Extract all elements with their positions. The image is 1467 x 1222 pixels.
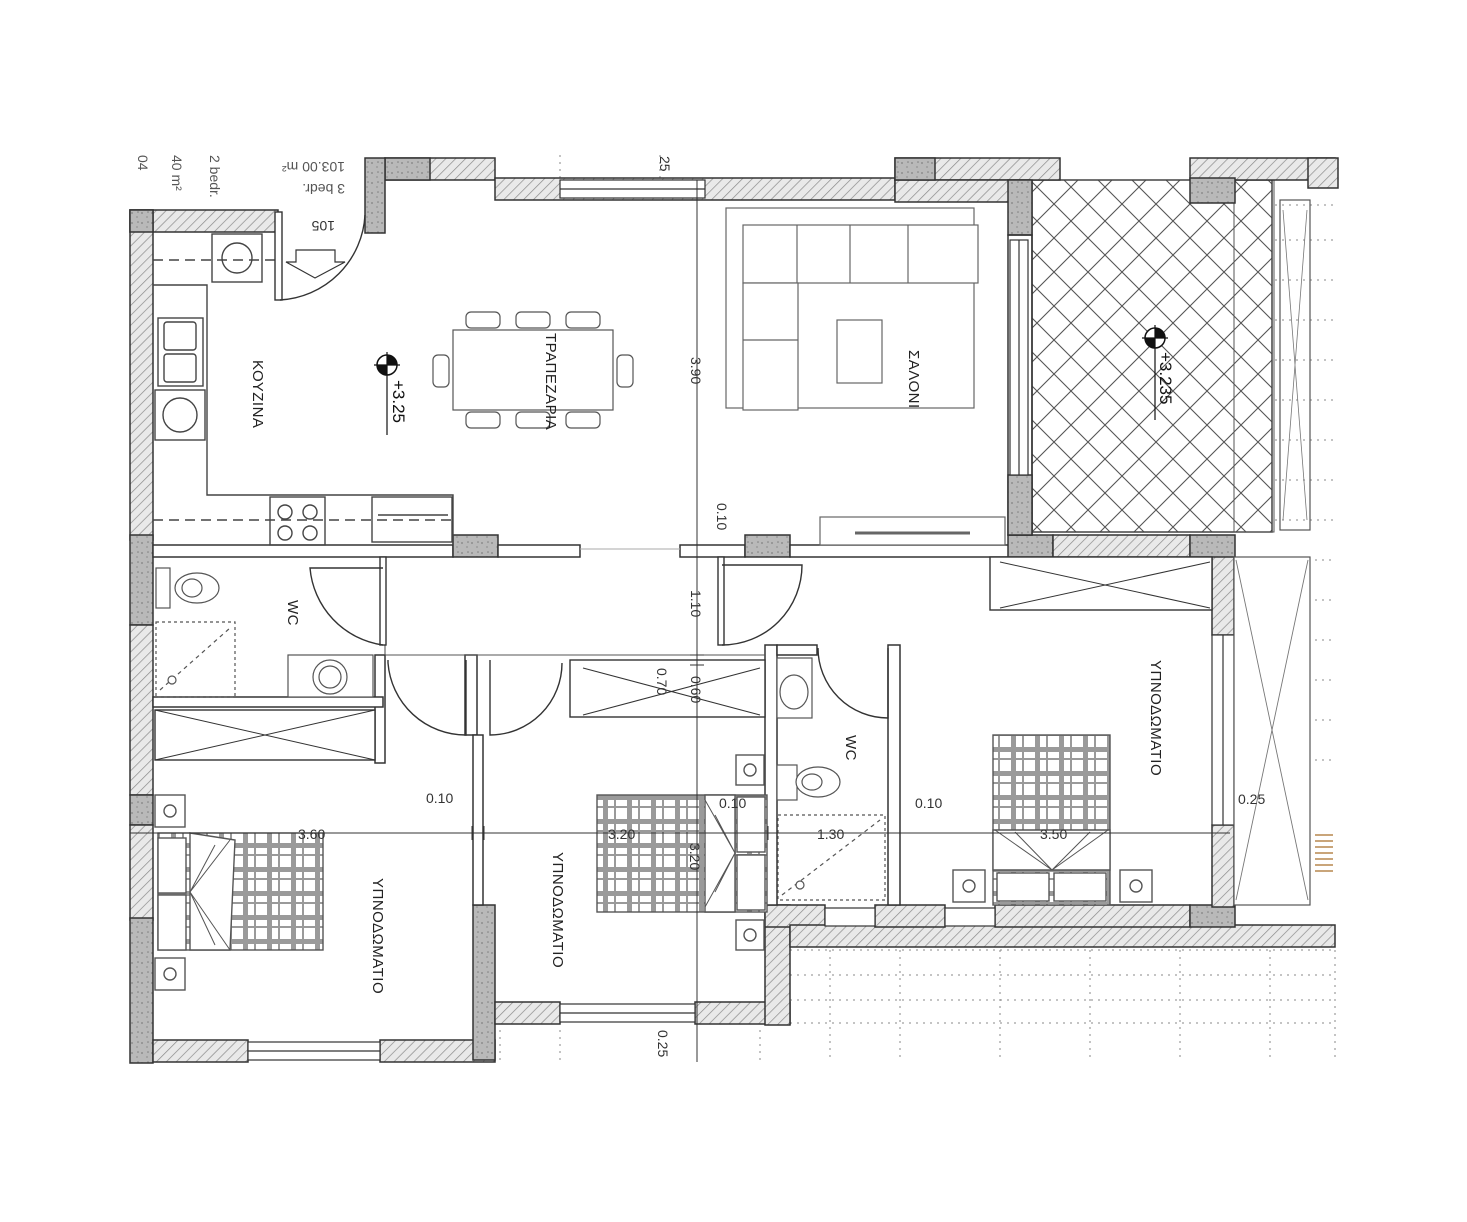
- door-swings: [309, 556, 889, 736]
- room-label-bedroom-middle: ΥΠΝΟΔΩΜΑΤΙΟ: [549, 852, 566, 968]
- closets: [154, 556, 1213, 761]
- room-label-living: ΣΑΛΟΝΙ: [905, 350, 922, 409]
- veranda-level-marker-icon: [1142, 325, 1168, 420]
- level-main: +3.25: [389, 380, 408, 423]
- dim-width-320: 3.20: [608, 826, 635, 842]
- dim-wall-010-mid: 0.10: [719, 795, 746, 811]
- dim-wall-010-right: 0.10: [915, 795, 942, 811]
- dim-width-350: 3.50: [1040, 826, 1067, 842]
- room-label-kitchen: ΚΟΥΖΙΝΑ: [249, 360, 266, 428]
- wc-fixtures: [155, 567, 886, 901]
- corner-bedrooms-left: 2 bedr.: [207, 155, 223, 198]
- entrance-door: [274, 211, 366, 301]
- corner-area: 103.00 m²: [282, 159, 345, 175]
- dim-wall-025-right: 0.25: [1238, 791, 1265, 807]
- corner-area-left: 40 m²: [169, 155, 185, 191]
- level-veranda: +3.235: [1156, 352, 1175, 404]
- corner-sheet: 04: [135, 155, 151, 171]
- dim-bottom-025: 0.25: [655, 1030, 671, 1057]
- level-marker-icon: [374, 352, 400, 435]
- dim-depth-390: 3.90: [688, 357, 704, 384]
- dim-corridor-110: 1.10: [688, 590, 704, 617]
- room-label-wc-middle: WC: [842, 735, 859, 761]
- beds: [154, 734, 1153, 991]
- dim-closet-070: 0.70: [654, 668, 670, 695]
- dim-width-130: 1.30: [817, 826, 844, 842]
- room-label-dining: ΤΡΑΠΕΖΑΡΙΑ: [542, 333, 559, 430]
- entrance-step-label: 105: [311, 218, 335, 234]
- dining-table: [432, 311, 634, 429]
- corner-info: 103.00 m² 3 bedr. 2 bedr. 40 m² 04: [135, 155, 345, 198]
- dim-closet-060: 0.60: [688, 676, 704, 703]
- corridor: [384, 548, 765, 656]
- veranda-floor: [1031, 179, 1273, 533]
- dimension-lines: [129, 180, 1230, 1062]
- room-label-bedroom-left: ΥΠΝΟΔΩΜΑΤΙΟ: [369, 878, 386, 994]
- sofa: [725, 207, 1006, 546]
- dim-width-360: 3.60: [298, 826, 325, 842]
- dim-wall-010-left: 0.10: [426, 790, 453, 806]
- dim-top-25: 25: [657, 156, 673, 172]
- dim-depth-320: 3.20: [687, 843, 703, 870]
- kitchen-counter: [153, 233, 454, 546]
- veranda-railing: [1279, 199, 1311, 531]
- walls: [129, 157, 1339, 1064]
- corner-bedrooms: 3 bedr.: [302, 181, 345, 197]
- dim-wall-010-top: 0.10: [714, 503, 730, 530]
- room-label-bedroom-right: ΥΠΝΟΔΩΜΑΤΙΟ: [1147, 660, 1164, 776]
- room-label-wc-left: WC: [284, 600, 301, 626]
- windows: [247, 179, 1235, 1061]
